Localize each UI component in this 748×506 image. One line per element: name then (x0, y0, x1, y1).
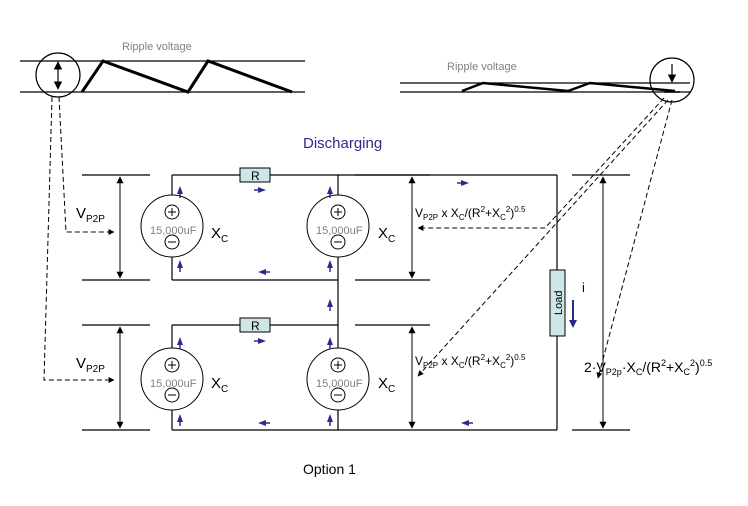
formula-bottom: VP2P x XC/(R2+XC2)0.5 (415, 353, 526, 370)
bottom-stage-wires (82, 174, 630, 431)
svg-text:R: R (251, 169, 260, 183)
caption: Option 1 (303, 461, 356, 477)
ripple-left: Ripple voltage (20, 41, 305, 98)
current-arrow: i (569, 280, 585, 328)
svg-text:15,000uF: 15,000uF (316, 378, 363, 390)
svg-text:XC: XC (378, 225, 395, 245)
svg-text:15,000uF: 15,000uF (150, 378, 197, 390)
svg-text:Load: Load (553, 291, 565, 315)
svg-text:i: i (582, 280, 585, 295)
resistor-top: R (239, 167, 271, 183)
ripple-right: Ripple voltage (400, 57, 695, 103)
svg-text:15,000uF: 15,000uF (316, 225, 363, 237)
capacitor-bottom-right: 15,000uF (306, 347, 370, 411)
formula-total: 2·VP2p·XC/(R2+XC2)0.5 (584, 358, 712, 377)
dashed-connectors (43, 96, 673, 383)
load-resistor: Load (549, 269, 566, 337)
resistor-bottom: R (239, 317, 271, 333)
svg-text:XC: XC (211, 225, 228, 245)
capacitor-top-right: 15,000uF (306, 194, 370, 258)
svg-text:XC: XC (211, 375, 228, 395)
svg-text:15,000uF: 15,000uF (150, 225, 197, 237)
formula-top: VP2P x XC/(R2+XC2)0.5 (415, 205, 526, 222)
vp2p-label-top: VP2P (76, 205, 105, 225)
vp2p-arrows (116, 176, 607, 429)
capacitor-bottom-left: 15,000uF (140, 347, 204, 411)
ripple-right-label: Ripple voltage (447, 61, 517, 73)
ripple-left-label: Ripple voltage (122, 41, 192, 53)
vp2p-label-bottom: VP2P (76, 355, 105, 375)
svg-text:R: R (251, 319, 260, 333)
capacitor-top-left: 15,000uF (140, 194, 204, 258)
xc-labels: XC XC XC XC (211, 225, 395, 395)
svg-text:XC: XC (378, 375, 395, 395)
diagram-title: Discharging (303, 135, 382, 152)
